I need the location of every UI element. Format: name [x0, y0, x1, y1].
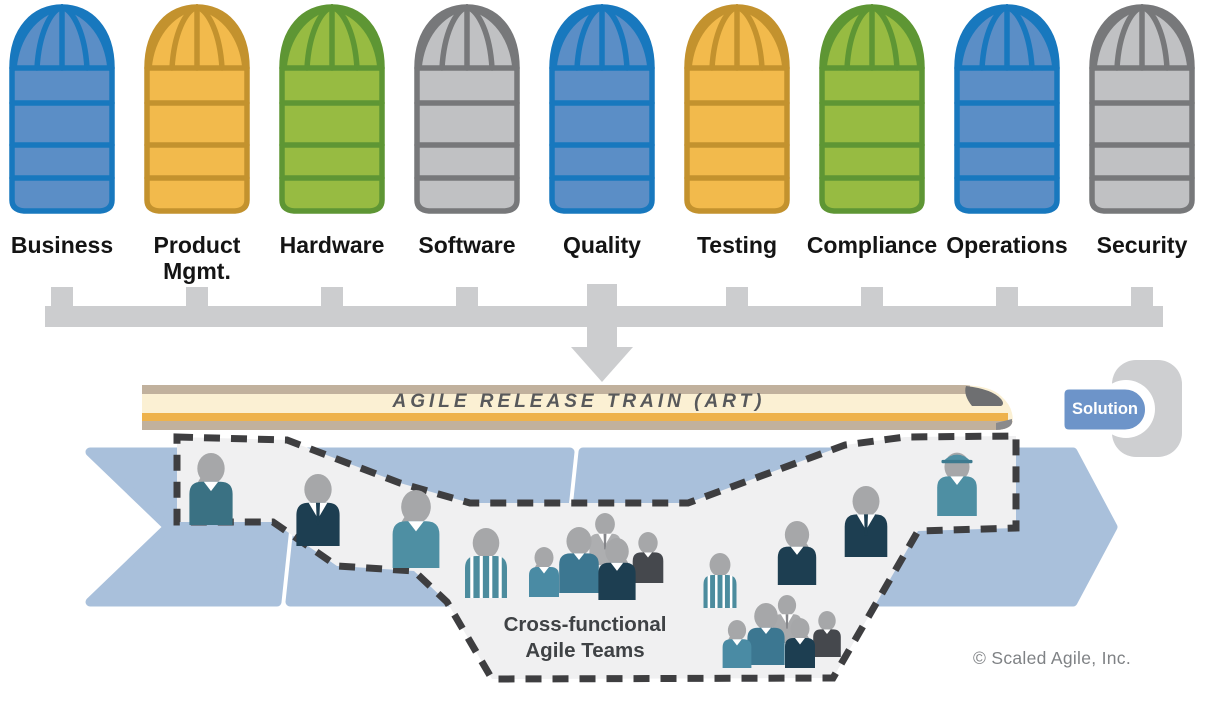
solution-badge: [1061, 386, 1148, 433]
person-female-icon: [189, 453, 233, 525]
silo-security: Security: [1074, 4, 1210, 259]
person-female-icon: [777, 521, 817, 585]
silo-icon: [279, 4, 385, 214]
silo-label: Product Mgmt.: [153, 232, 241, 284]
silo-label: Business: [10, 232, 114, 258]
silo-label: Quality: [563, 232, 641, 258]
agile-release-train: [142, 385, 1013, 430]
agile-team-people: [189, 452, 977, 668]
person-female-icon: [392, 490, 440, 568]
silo-label: Software: [418, 232, 516, 258]
silo-icon: [954, 4, 1060, 214]
silo-testing: Testing: [669, 4, 805, 259]
person-conductor-icon: [937, 452, 977, 516]
silo-icon: [819, 4, 925, 214]
silo-compliance: Compliance: [804, 4, 940, 259]
silo-icon: [1089, 4, 1195, 214]
silo-operations: Operations: [939, 4, 1075, 259]
teams-label-line1: Cross-functional: [503, 613, 667, 636]
silo-icon: [414, 4, 520, 214]
person-suit-icon: [844, 486, 888, 557]
copyright-text: © Scaled Agile, Inc.: [973, 648, 1132, 668]
person-plain-icon: [747, 603, 785, 665]
silo-hardware: Hardware: [264, 4, 400, 259]
person-female-icon: [785, 618, 815, 668]
down-arrow-icon: [571, 284, 633, 382]
person-referee-icon: [465, 528, 507, 598]
cross-functional-teams-label: Cross-functional Agile Teams: [435, 612, 735, 664]
silo-icon: [684, 4, 790, 214]
silo-software: Software: [399, 4, 535, 259]
person-plain-icon: [632, 532, 664, 583]
silo-label: Security: [1096, 232, 1188, 258]
silo-label: Testing: [696, 232, 778, 258]
person-female-icon: [529, 547, 559, 597]
person-female-icon: [722, 620, 752, 668]
silo-business: Business: [0, 4, 130, 259]
silo-label: Hardware: [279, 232, 385, 258]
agile-release-train-label: AGILE RELEASE TRAIN (ART): [392, 391, 766, 412]
teams-label-line2: Agile Teams: [525, 639, 645, 662]
silo-label: Operations: [946, 232, 1068, 258]
person-referee-icon: [703, 553, 737, 608]
silo-icon: [549, 4, 655, 214]
solution-badge-label: Solution: [1072, 400, 1138, 418]
person-suit-icon: [296, 474, 340, 546]
silo-icon: [144, 4, 250, 214]
person-female-icon: [598, 538, 636, 600]
person-plain-icon: [813, 611, 841, 657]
person-plain-icon: [559, 527, 599, 593]
silo-product-mgmt: Product Mgmt.: [129, 4, 265, 285]
silo-icon: [9, 4, 115, 214]
silo-label: Compliance: [806, 232, 938, 258]
silo-quality: Quality: [534, 4, 670, 259]
